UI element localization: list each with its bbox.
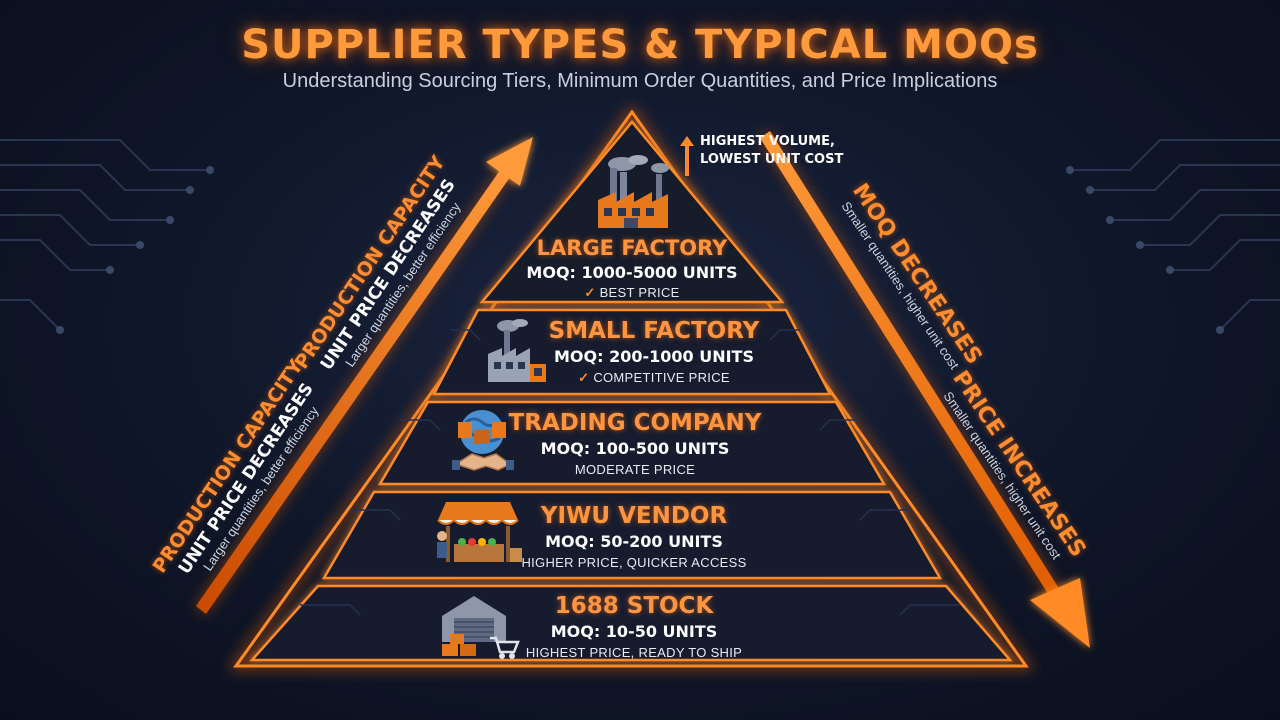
tier-price-label: COMPETITIVE PRICE [593,369,730,385]
factory-small-icon [488,319,546,382]
warehouse-cart-icon [442,596,520,659]
tier-price-label: HIGHEST PRICE, READY TO SHIP [525,644,743,660]
check-icon: ✓ [578,369,590,385]
page-subtitle: Understanding Sourcing Tiers, Minimum Or… [282,70,998,92]
tier-moq: MOQ: 1000-5000 UNITS [526,263,738,283]
tier-moq: MOQ: 50-200 UNITS [545,532,723,552]
tier-large-factory: LARGE FACTORY MOQ: 1000-5000 UNITS ✓BEST… [472,236,792,301]
tier-name: TRADING COMPANY [508,410,762,436]
globe-handshake-icon [452,410,514,471]
market-stall-icon [437,502,522,562]
peak-note-line1: HIGHEST VOLUME, [700,134,835,149]
tier-name: 1688 STOCK [554,593,714,619]
up-arrow-icon [680,136,694,176]
tier-price: HIGHER PRICE, QUICKER ACCESS [474,555,794,570]
circuit-nodes-right [1066,166,1224,334]
tier-price-label: BEST PRICE [599,285,680,301]
right-arrow [760,131,1090,648]
tier-price: ✓BEST PRICE [472,285,792,301]
tier-yiwu-vendor: YIWU VENDOR MOQ: 50-200 UNITS HIGHER PRI… [474,503,794,570]
page-title: SUPPLIER TYPES & TYPICAL MOQs [241,22,1039,68]
tier-1688-stock: 1688 STOCK MOQ: 10-50 UNITS HIGHEST PRIC… [474,593,794,660]
tier-moq: MOQ: 10-50 UNITS [550,622,718,642]
tier-price-label: MODERATE PRICE [574,461,696,477]
circuit-lines-left [0,139,210,331]
factory-large-icon [598,155,669,228]
left-arrow [196,137,533,614]
tier-small-factory: SMALL FACTORY MOQ: 200-1000 UNITS ✓COMPE… [494,318,814,386]
circuit-nodes-left [56,166,214,334]
check-icon: ✓ [584,285,596,301]
circuit-lines-right [1070,139,1280,331]
tier-trading-company: TRADING COMPANY MOQ: 100-500 UNITS MODER… [475,410,795,477]
peak-note-line2: LOWEST UNIT COST [700,151,844,167]
peak-note: HIGHEST VOLUME, LOWEST UNIT COST [700,133,843,168]
tier-name: YIWU VENDOR [540,503,728,529]
tier-band-5 [249,584,1013,662]
tier-name: LARGE FACTORY [536,236,728,260]
tier-name: SMALL FACTORY [548,318,760,344]
tier-moq: MOQ: 200-1000 UNITS [553,347,754,367]
tier-price-label: HIGHER PRICE, QUICKER ACCESS [521,554,747,570]
tier-price: MODERATE PRICE [475,462,795,477]
tier-moq: MOQ: 100-500 UNITS [540,439,730,459]
band-traces [300,329,960,616]
tier-price: HIGHEST PRICE, READY TO SHIP [474,645,794,660]
tier-price: ✓COMPETITIVE PRICE [494,370,814,386]
